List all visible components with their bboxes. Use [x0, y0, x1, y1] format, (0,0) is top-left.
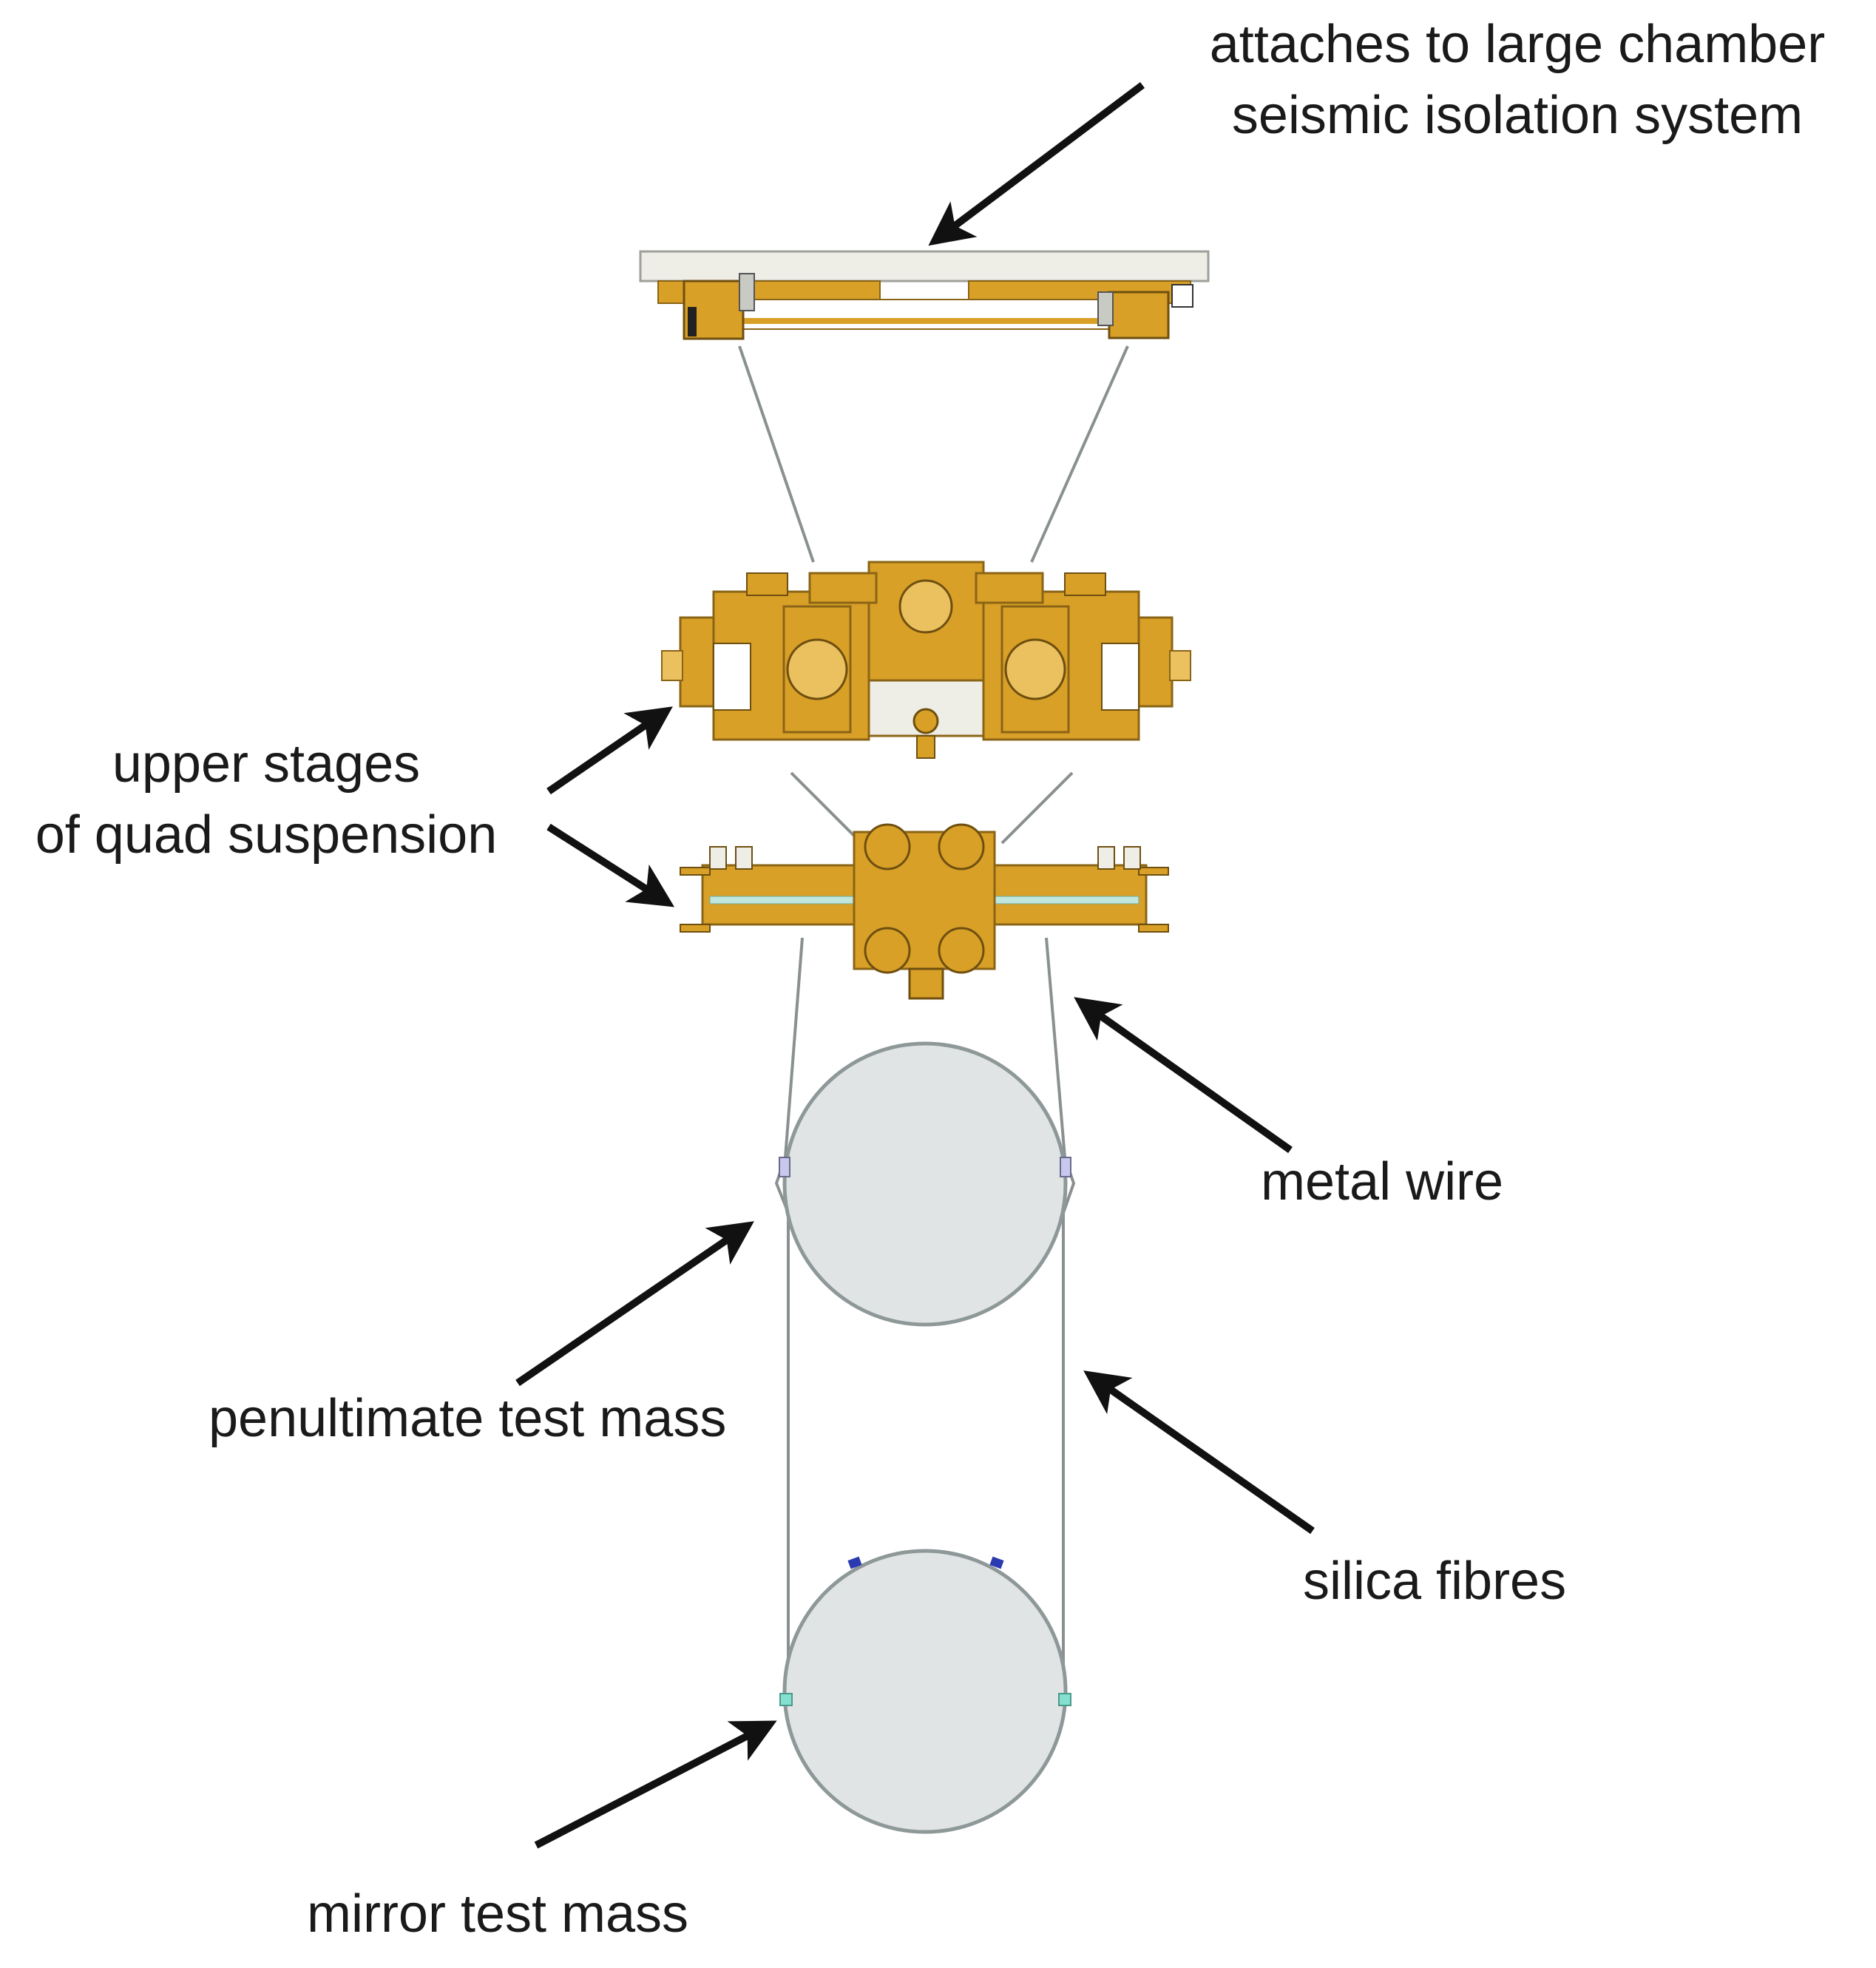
- label-attaches-line-1: attaches to large chamber: [1209, 15, 1826, 74]
- mirror-test-mass: [779, 1549, 1071, 1834]
- label-penultimate: penultimate test mass: [209, 1389, 727, 1448]
- penultimate-test-mass: [779, 1041, 1071, 1327]
- label-attaches-line-2: seismic isolation system: [1231, 86, 1804, 145]
- arrow-silica-fibres: [1083, 1370, 1315, 1535]
- upper-wires: [738, 345, 1129, 845]
- label-mirror: mirror test mass: [307, 1884, 689, 1944]
- arrow-penultimate: [515, 1221, 754, 1387]
- label-upper-stages-line-2: of quad suspension: [35, 805, 498, 865]
- metal-wire-lines: [784, 937, 1066, 1158]
- label-attaches: attaches to large chamber seismic isolat…: [1148, 9, 1876, 151]
- label-silica-fibres: silica fibres: [1303, 1552, 1567, 1611]
- upper-stage-1: [661, 561, 1191, 759]
- arrow-attaches: [928, 82, 1145, 246]
- top-attachment-plate: [639, 250, 1210, 340]
- annotation-arrows: [515, 82, 1315, 1849]
- arrow-upper-stage-1: [546, 706, 673, 795]
- upper-stage-2: [680, 823, 1169, 1000]
- label-upper-stages-line-1: upper stages: [112, 734, 421, 794]
- arrow-metal-wire: [1074, 997, 1293, 1154]
- arrow-upper-stage-2: [546, 823, 675, 907]
- arrow-mirror: [534, 1720, 777, 1849]
- label-upper-stages: upper stages of quad suspension: [0, 728, 532, 870]
- label-metal-wire: metal wire: [1261, 1152, 1504, 1211]
